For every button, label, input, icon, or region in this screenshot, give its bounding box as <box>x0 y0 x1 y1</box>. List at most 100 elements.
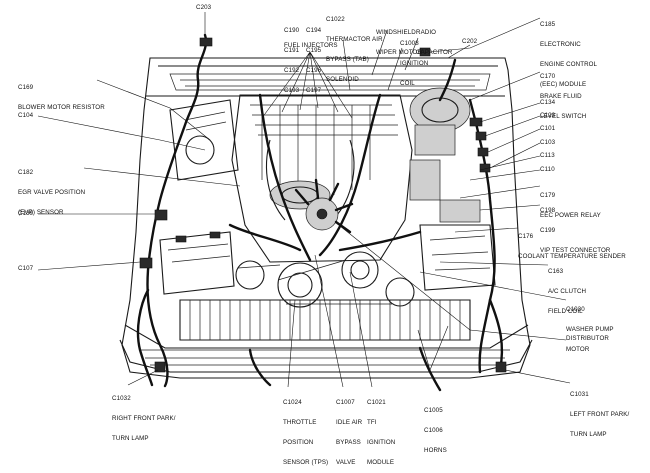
wiring-harness <box>136 33 504 392</box>
label-c104: C104 <box>18 112 34 120</box>
label-c195: C195 <box>306 46 322 54</box>
air-cleaner <box>169 99 239 181</box>
label-c170: C170 BRAKE FLUID LEVEL SWITCH <box>540 61 586 127</box>
label-c1022-line1: THERMACTOR AIR <box>326 35 383 43</box>
engine-wiring-diagram: C203 C190 C191 C192 C193 C194 C195 C196 … <box>18 4 629 465</box>
label-c202: C202 <box>462 38 478 46</box>
label-c169-line1: BLOWER MOTOR RESISTOR <box>18 103 105 111</box>
relay-box <box>409 159 496 291</box>
label-c198: C198 C199 VIP TEST CONNECTOR <box>540 195 610 261</box>
label-fuel-injectors: FUEL INJECTORS <box>284 42 338 50</box>
label-c202-text: C202 <box>462 38 478 45</box>
label-c1005: C1005 C1006 HORNS <box>424 395 447 461</box>
label-radio-capacitor: RADIO CAPACITOR <box>416 17 452 63</box>
label-c110-text: C110 <box>540 166 555 173</box>
label-c198-line1: VIP TEST CONNECTOR <box>540 246 611 254</box>
label-c1005-line1: HORNS <box>424 446 447 454</box>
label-c134-text: C134 <box>540 99 556 106</box>
label-radio-line2: CAPACITOR <box>416 48 453 56</box>
label-c1024-line3: SENSOR (TPS) <box>283 458 329 466</box>
label-c182: C182 EGR VALVE POSITION (EVP) SENSOR <box>18 157 85 223</box>
connectors <box>139 37 507 373</box>
label-c1032: C1032 RIGHT FRONT PARK/ TURN LAMP <box>112 383 176 449</box>
label-c194: C194 <box>306 27 322 35</box>
label-distributor-text: DISTRIBUTOR <box>566 335 609 342</box>
label-c163-line2: FIELD COIL <box>548 307 583 315</box>
label-c169-id: C169 <box>18 84 34 92</box>
label-c185-id: C185 <box>540 21 556 29</box>
label-c163-line1: A/C CLUTCH <box>548 287 587 295</box>
label-c1007: C1007 IDLE AIR BYPASS VALVE <box>336 387 362 473</box>
label-c1022-line2: BYPASS (TAB) <box>326 55 369 63</box>
label-fuel-injectors-text: FUEL INJECTORS <box>284 42 338 49</box>
label-c1008-line1: IGNITION <box>400 59 429 67</box>
engine-compartment-illustration <box>37 12 571 392</box>
radiator <box>179 299 471 341</box>
label-c203-text: C203 <box>196 4 212 11</box>
label-c198-id: C198 <box>540 207 556 215</box>
label-c101-text: C101 <box>540 125 556 132</box>
label-c1007-line3: VALVE <box>336 458 356 466</box>
label-c1024: C1024 THROTTLE POSITION SENSOR (TPS) <box>283 387 328 473</box>
firewall <box>169 73 491 91</box>
label-c1021-line3: MODULE <box>367 458 395 466</box>
label-c123: C123 <box>540 112 555 120</box>
label-c1030-line2: MOTOR <box>566 345 590 353</box>
label-c139-text: C139 <box>18 210 34 217</box>
label-c1021-line2: IGNITION <box>367 438 396 446</box>
label-c1007-line2: BYPASS <box>336 438 361 446</box>
label-windshield-line1: WINDSHIELD <box>376 29 416 37</box>
label-radio-line1: RADIO <box>416 29 437 37</box>
label-c1024-id: C1024 <box>283 399 302 407</box>
label-c1032-id: C1032 <box>112 395 131 403</box>
label-c139: C139 <box>18 210 34 218</box>
label-c1021-line1: TFI <box>367 418 377 426</box>
label-c169: C169 BLOWER MOTOR RESISTOR <box>18 72 105 118</box>
label-c1030: C1030 WASHER PUMP MOTOR <box>566 294 614 360</box>
label-c176: C176 COOLANT TEMPERATURE SENDER <box>518 221 626 267</box>
label-c1008-id: C1008 <box>400 40 419 48</box>
label-c101: C101 <box>540 125 556 133</box>
label-c1024-line2: POSITION <box>283 438 314 446</box>
label-c182-line2: (EVP) SENSOR <box>18 208 64 216</box>
label-c170-line2: LEVEL SWITCH <box>540 112 587 120</box>
label-c163: C163 A/C CLUTCH FIELD COIL <box>548 256 586 322</box>
label-distributor: DISTRIBUTOR <box>566 335 609 343</box>
label-c1031: C1031 LEFT FRONT PARK/ TURN LAMP <box>570 379 629 445</box>
label-c197: C197 <box>306 86 322 94</box>
engine-block <box>231 94 413 263</box>
label-c113: C113 <box>540 152 555 160</box>
label-c134: C134 <box>540 99 556 107</box>
label-windshield-wiper-motor: WINDSHIELD WIPER MOTOR <box>376 17 422 63</box>
label-c104-text: C104 <box>18 112 34 119</box>
label-c185: C185 ELECTRONIC ENGINE CONTROL (EEC) MOD… <box>540 9 597 95</box>
label-c182-id: C182 <box>18 169 34 177</box>
label-c1022-line3: SOLENOID <box>326 75 359 83</box>
label-c1008-line2: COIL <box>400 79 415 87</box>
label-c179-id: C179 <box>540 192 556 200</box>
label-c190-group: C190 C191 C192 C193 <box>284 15 299 101</box>
label-c1032-line1: RIGHT FRONT PARK/ <box>112 414 176 422</box>
label-c1031-line2: TURN LAMP <box>570 430 607 438</box>
label-c1021: C1021 TFI IGNITION MODULE <box>367 387 395 473</box>
label-c1030-line1: WASHER PUMP <box>566 325 614 333</box>
brake-booster <box>409 87 471 156</box>
label-c110: C110 <box>540 166 555 174</box>
label-c185-line1: ELECTRONIC <box>540 40 581 48</box>
label-c1005-id: C1005 <box>424 407 443 415</box>
label-c1030-id: C1030 <box>566 306 585 314</box>
label-c170-id: C170 <box>540 73 556 81</box>
label-c179-line1: EEC POWER RELAY <box>540 211 601 219</box>
label-c103: C103 <box>540 139 555 147</box>
label-c185-line2: ENGINE CONTROL <box>540 60 598 68</box>
label-c185-line3: (EEC) MODULE <box>540 80 587 88</box>
label-c1021-id: C1021 <box>367 399 386 407</box>
label-c176-line1: COOLANT TEMPERATURE SENDER <box>518 252 626 260</box>
label-c1007-line1: IDLE AIR <box>336 418 363 426</box>
label-c196: C196 <box>306 66 322 74</box>
label-c1006-id: C1006 <box>424 426 443 434</box>
label-c1031-id: C1031 <box>570 391 589 399</box>
label-c1007-id: C1007 <box>336 399 355 407</box>
label-c203: C203 <box>196 4 212 12</box>
label-windshield-line2: WIPER MOTOR <box>376 48 423 56</box>
